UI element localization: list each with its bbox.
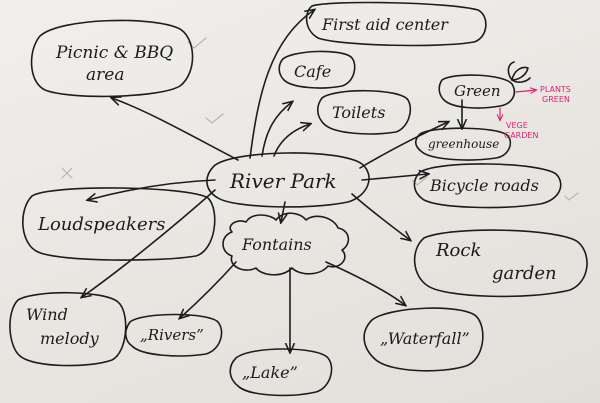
annotations: PLANTS GREEN VEGE GARDEN	[500, 85, 571, 140]
annotation-arrow	[515, 90, 536, 92]
connector-rivers	[180, 261, 237, 318]
check-mark	[564, 192, 579, 201]
node-shapes	[9, 1, 588, 397]
node-greenhouse-label: greenhouse	[428, 137, 499, 151]
node-waterfall-bubble	[363, 307, 484, 372]
connector-bicycle	[361, 174, 428, 181]
node-waterfall-label: „Waterfall”	[380, 329, 470, 348]
node-greenhouse-bubble	[414, 127, 512, 161]
leaf-icon	[507, 61, 531, 83]
connector-loudspeakers	[88, 179, 216, 200]
node-lake-label: „Lake”	[242, 363, 298, 382]
node-picnic-bubble	[30, 19, 194, 98]
annotation-plants: GREEN	[542, 95, 570, 104]
node-loudspeakers-label: Loudspeakers	[37, 214, 165, 235]
connector-cafe	[261, 102, 292, 157]
node-rock-bubble	[413, 229, 588, 298]
node-rock-label: garden	[492, 263, 557, 284]
node-bicycle-bubble	[413, 163, 562, 209]
node-center-bubble	[206, 152, 370, 208]
node-picnic-label: area	[86, 65, 124, 85]
connector-wind	[82, 189, 216, 297]
cross-mark	[61, 167, 73, 179]
node-center-label: River Park	[229, 169, 337, 193]
connector-toilets	[273, 124, 310, 157]
check-mark	[205, 113, 224, 124]
node-rock-label: Rock	[435, 240, 481, 261]
node-wind-label: Wind	[26, 305, 68, 324]
node-wind-bubble	[9, 291, 127, 367]
annotation-vege: GARDEN	[504, 131, 538, 140]
annotation-vege: VEGE	[506, 121, 528, 130]
node-wind-label: melody	[40, 329, 100, 348]
node-toilets-label: Toilets	[332, 103, 385, 122]
annotation-plants: PLANTS	[540, 85, 571, 94]
node-first-aid-bubble	[305, 1, 487, 47]
connector-picnic	[112, 98, 239, 161]
node-picnic-label: Picnic & BBQ	[55, 43, 173, 63]
connector-rock	[351, 193, 410, 240]
node-fontains-label: Fontains	[241, 235, 312, 254]
node-labels: Picnic & BBQ area First aid center Cafe …	[26, 15, 557, 382]
node-first-aid-label: First aid center	[321, 15, 449, 34]
node-bicycle-label: Bicycle roads	[429, 176, 539, 195]
node-rivers-bubble	[124, 313, 223, 357]
connector-first-aid	[249, 10, 314, 159]
node-cafe-bubble	[278, 50, 356, 89]
connector-green	[359, 122, 448, 169]
node-loudspeakers-bubble	[22, 187, 216, 261]
node-green-label: Green	[454, 82, 501, 100]
node-lake-bubble	[229, 348, 333, 397]
connector-fontains	[281, 201, 285, 222]
connector-waterfall	[325, 261, 405, 305]
node-rivers-label: „Rivers”	[140, 326, 204, 344]
node-green-bubble	[438, 74, 516, 109]
node-toilets-bubble	[316, 89, 412, 135]
node-cafe-label: Cafe	[294, 62, 331, 81]
node-fontains-cloud	[222, 212, 350, 276]
